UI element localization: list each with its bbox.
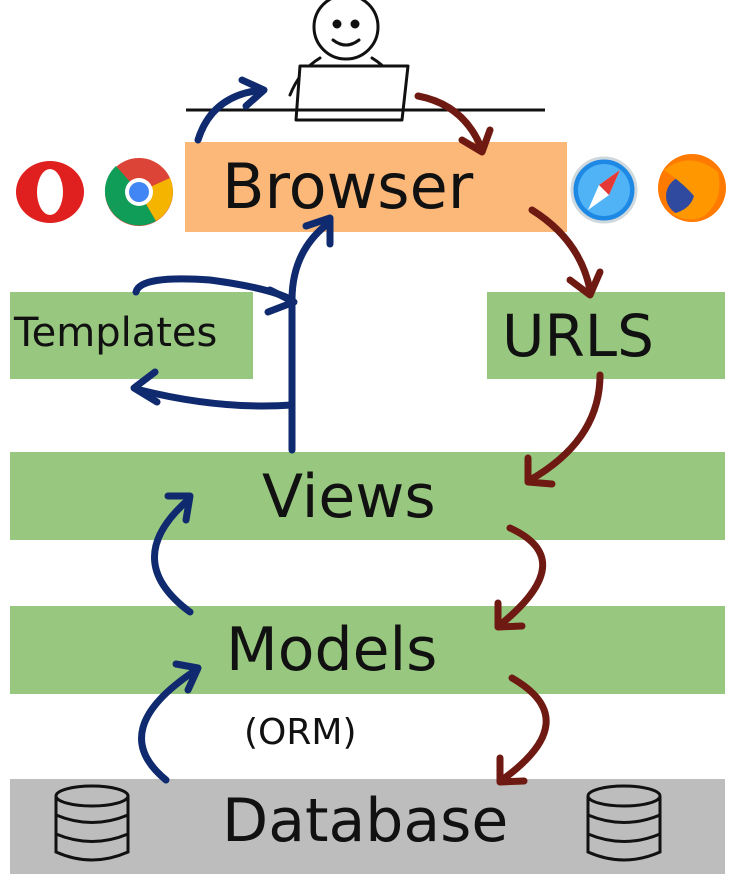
arrow-laptop-to-browser (414, 92, 486, 154)
arrowhead (496, 754, 528, 786)
arrowhead (238, 76, 268, 110)
urls-box (487, 292, 725, 379)
browser-box (185, 142, 567, 232)
arrow-browser-to-user (194, 86, 266, 144)
arrow-models-to-database (498, 674, 550, 784)
arrowhead (524, 454, 556, 488)
firefox-icon (658, 154, 726, 222)
views-label: Views (262, 462, 436, 532)
safari-icon (570, 156, 638, 224)
arrowhead (164, 492, 194, 524)
browser-label: Browser (222, 150, 474, 223)
arrowhead (172, 660, 202, 694)
models-label: Models (226, 615, 438, 685)
database-label: Database (222, 786, 509, 856)
arrow-urls-to-views (526, 371, 604, 484)
opera-icon (16, 161, 84, 223)
request-arrows (414, 92, 604, 786)
arrowhead (458, 126, 494, 156)
laptop-icon (186, 64, 545, 122)
arrow-database-to-models (138, 666, 200, 784)
templates-box (10, 292, 253, 379)
database-icon (586, 784, 662, 862)
arrow-browser-to-urls (528, 206, 594, 294)
arrow-views-to-browser (288, 218, 334, 454)
arrowhead (566, 268, 604, 299)
urls-label: URLS (502, 302, 654, 370)
arrow-views-to-models (496, 524, 547, 629)
database-icon (54, 784, 130, 862)
arrowhead (302, 214, 334, 248)
arrowhead (130, 368, 161, 406)
arrowhead (264, 286, 298, 316)
models-box (10, 606, 725, 694)
arrow-views-to-templates (136, 386, 296, 410)
response-arrows (130, 76, 334, 784)
arrow-models-to-views (151, 496, 194, 616)
chrome-icon (104, 158, 173, 226)
views-box (10, 452, 725, 540)
arrowhead (494, 599, 526, 631)
templates-label: Templates (14, 310, 218, 356)
orm-label: (ORM) (244, 712, 357, 753)
